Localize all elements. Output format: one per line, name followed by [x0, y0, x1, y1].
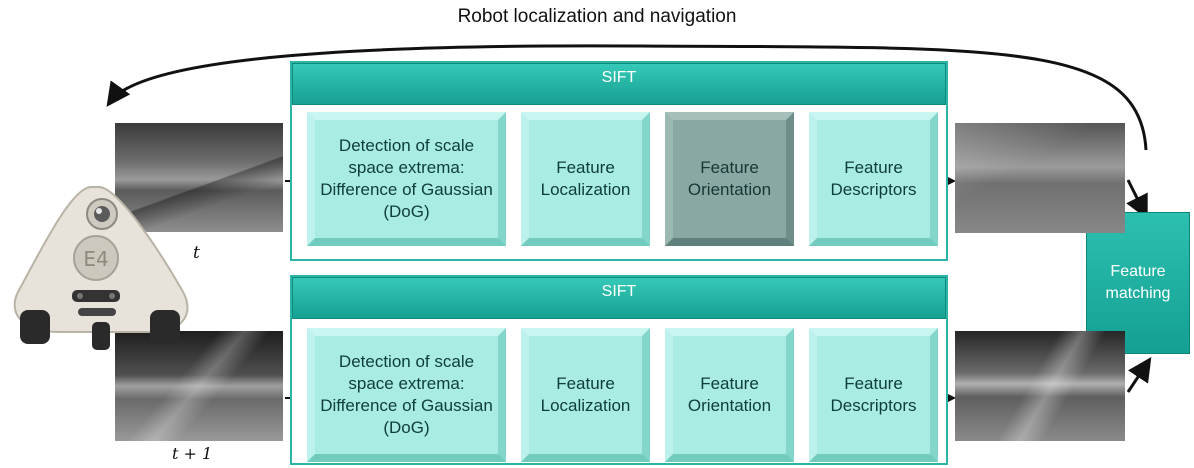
step-bottom-orientation: Feature Orientation	[665, 328, 794, 462]
step-bottom-descriptors: Feature Descriptors	[809, 328, 938, 462]
feature-matching-box: Feature matching	[1086, 212, 1190, 354]
step-bottom-detection: Detection of scale space extrema: Differ…	[307, 328, 506, 462]
camera-frame-t1-keypoints	[955, 331, 1125, 441]
step-top-detection: Detection of scale space extrema: Differ…	[307, 112, 506, 246]
diagram-title: Robot localization and navigation	[457, 6, 737, 27]
sift-header-top: SIFT	[292, 63, 946, 105]
step-bottom-localization: Feature Localization	[521, 328, 650, 462]
sift-header-top-label: SIFT	[601, 69, 637, 86]
robot-badge-text: E4	[83, 247, 108, 271]
robot-illustration: E4	[13, 186, 189, 350]
feedback-arc	[106, 44, 1148, 151]
arrow-to-match-top	[1126, 179, 1148, 220]
label-t-plus-1: t + 1	[172, 444, 213, 463]
camera-frame-t-input	[115, 123, 283, 232]
label-t: t	[193, 243, 200, 263]
sift-header-bottom: SIFT	[292, 277, 946, 319]
arrow-to-match-bottom	[1126, 357, 1152, 393]
step-top-descriptors: Feature Descriptors	[809, 112, 938, 246]
camera-frame-t-keypoints	[955, 123, 1125, 233]
step-top-localization: Feature Localization	[521, 112, 650, 246]
camera-frame-t1-input	[115, 331, 283, 441]
step-top-orientation: Feature Orientation	[665, 112, 794, 246]
sift-header-bottom-label: SIFT	[601, 283, 637, 300]
